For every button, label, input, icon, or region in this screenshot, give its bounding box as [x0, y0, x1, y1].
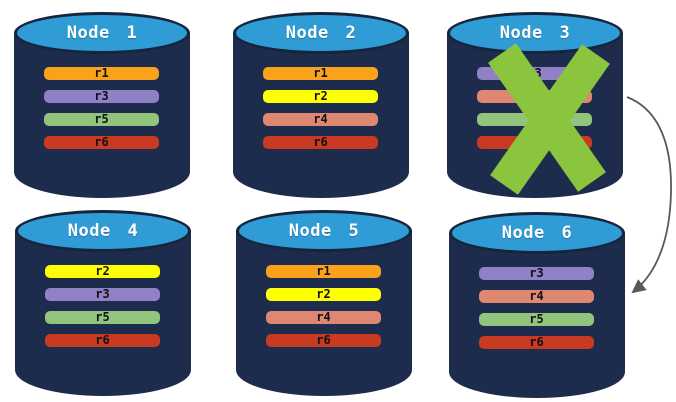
replica-label: r4	[316, 310, 331, 324]
replica-bar	[477, 90, 592, 103]
node-5-cylinder-top: Node 5	[236, 210, 412, 252]
replica-bar: r3	[44, 90, 159, 103]
node-5: Node 5 r1 r2 r4 r6	[236, 210, 412, 396]
replica-bar: r4	[266, 311, 381, 324]
replica-label: r6	[94, 135, 109, 149]
arrow-node3-to-node6	[626, 96, 672, 294]
node-3: Node 3 r3	[447, 12, 623, 198]
replica-bar: r4	[479, 290, 594, 303]
replica-label: r2	[316, 287, 331, 301]
node-3-replicas: r3	[477, 67, 592, 149]
replica-label: r5	[529, 312, 544, 326]
replica-bar: r2	[266, 288, 381, 301]
node-3-cylinder-top: Node 3	[447, 12, 623, 54]
replica-label: r5	[95, 310, 110, 324]
replica-bar: r6	[479, 336, 594, 349]
replica-bar: r5	[479, 313, 594, 326]
replica-bar: r5	[44, 113, 159, 126]
node-title: Node 6	[501, 222, 573, 243]
node-1: Node 1 r1 r3 r5 r6	[14, 12, 190, 198]
replica-label: r6	[95, 333, 110, 347]
node-6-replicas: r3 r4 r5 r6	[479, 267, 594, 349]
replica-label: r5	[94, 112, 109, 126]
replica-bar	[477, 113, 592, 126]
replica-bar: r2	[263, 90, 378, 103]
replica-label: r3	[94, 89, 109, 103]
replica-bar	[477, 136, 592, 149]
replica-label: r1	[316, 264, 331, 278]
node-title: Node 1	[66, 22, 138, 43]
replica-bar: r1	[266, 265, 381, 278]
node-1-replicas: r1 r3 r5 r6	[44, 67, 159, 149]
replica-bar: r1	[44, 67, 159, 80]
node-4-replicas: r2 r3 r5 r6	[45, 265, 160, 347]
replica-label: r4	[529, 289, 544, 303]
node-title: Node 4	[67, 220, 139, 241]
replica-label: r3	[527, 66, 542, 80]
replica-label: r3	[529, 266, 544, 280]
replica-label: r1	[94, 66, 109, 80]
replica-bar: r6	[45, 334, 160, 347]
replica-bar: r5	[45, 311, 160, 324]
replica-label: r6	[316, 333, 331, 347]
replica-label: r6	[529, 335, 544, 349]
replica-bar: r6	[266, 334, 381, 347]
node-6: Node 6 r3 r4 r5 r6	[449, 212, 625, 398]
replica-bar: r4	[263, 113, 378, 126]
node-4: Node 4 r2 r3 r5 r6	[15, 210, 191, 396]
replica-bar: r1	[263, 67, 378, 80]
node-2-replicas: r1 r2 r4 r6	[263, 67, 378, 149]
replica-label: r3	[95, 287, 110, 301]
replica-label: r6	[313, 135, 328, 149]
replica-bar: r6	[44, 136, 159, 149]
node-title: Node 5	[288, 220, 360, 241]
replica-bar: r3	[477, 67, 592, 80]
replica-label: r2	[313, 89, 328, 103]
node-4-cylinder-top: Node 4	[15, 210, 191, 252]
replica-bar: r3	[45, 288, 160, 301]
replica-bar: r3	[479, 267, 594, 280]
node-2-cylinder-top: Node 2	[233, 12, 409, 54]
node-5-replicas: r1 r2 r4 r6	[266, 265, 381, 347]
replica-label: r4	[313, 112, 328, 126]
replica-bar: r6	[263, 136, 378, 149]
node-1-cylinder-top: Node 1	[14, 12, 190, 54]
node-6-cylinder-top: Node 6	[449, 212, 625, 254]
replica-label: r1	[313, 66, 328, 80]
node-title: Node 3	[499, 22, 571, 43]
node-2: Node 2 r1 r2 r4 r6	[233, 12, 409, 198]
replica-bar: r2	[45, 265, 160, 278]
replica-label: r2	[95, 264, 110, 278]
node-title: Node 2	[285, 22, 357, 43]
